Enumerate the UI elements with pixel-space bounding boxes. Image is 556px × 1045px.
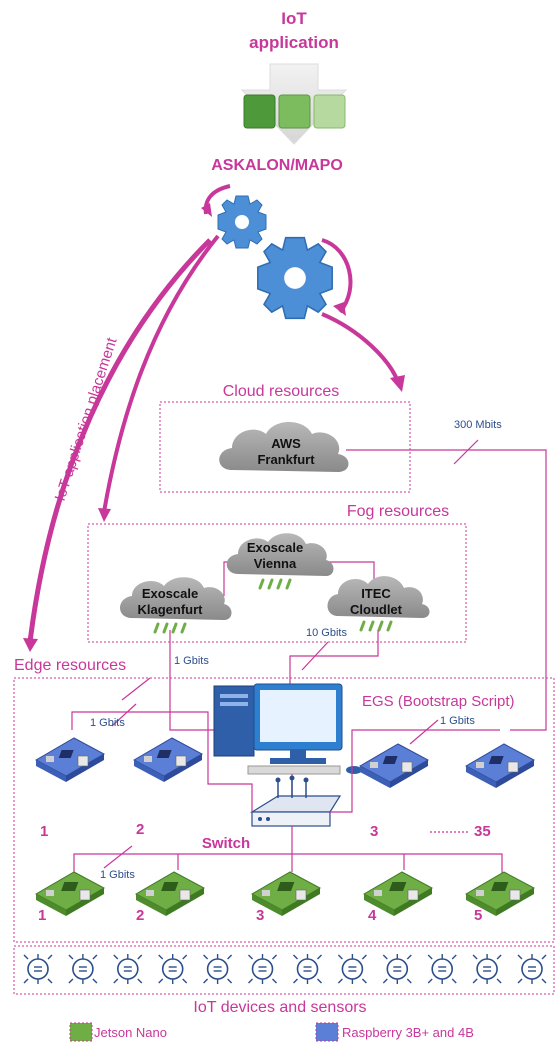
jetson-label-5: 5 [474,907,482,924]
rpi-left-bus [71,711,209,730]
jetson-label-3: 3 [256,907,264,924]
klagenfurt-label-2: Klagenfurt [138,602,204,617]
gear-icon-large [257,236,333,320]
app-block-3 [313,94,346,129]
app-block-2 [278,94,311,129]
aws-label-2: Frankfurt [257,452,315,467]
fog-section-label: Fog resources [347,503,449,520]
itec-cloudlet-cloud [327,576,430,618]
edge-resources-box [13,677,555,943]
iot-devices-box [13,945,555,995]
exoscale-vienna-cloud [226,533,334,576]
sensor-icon [68,953,98,985]
gear-icon-small [217,195,267,249]
rpi-label-3: 3 [370,823,378,840]
cloud-resources-box [159,401,411,493]
arrow-to-edge [27,238,212,643]
legend-jetson-label: Jetson Nano [94,1025,167,1040]
sensor-icon [157,953,188,985]
egs-label: EGS (Bootstrap Script) [362,693,515,710]
legend-raspberry-label: Raspberry 3B+ and 4B [342,1025,474,1040]
jetson-label-4: 4 [368,907,377,924]
raspberry-pi-1 [35,737,105,783]
legend-raspberry-swatch [315,1022,339,1042]
raspberry-pi-3 [359,743,429,789]
klagenfurt-link-speed: 1 Gbits [174,655,209,667]
switch-label: Switch [202,835,250,852]
sensor-icon [113,953,143,985]
sensor-icon [427,953,458,985]
egs-computer-icon [213,683,362,775]
jetson-label-2: 2 [136,907,144,924]
aws-label-1: AWS [271,436,301,451]
itec-link-line [289,630,379,686]
switch-icon [249,774,342,827]
aws-link-line [346,449,547,731]
rpi-left-link-speed: 1 Gbits [90,717,125,729]
exoscale-klagenfurt-cloud [120,577,232,620]
edge-section-label: Edge resources [14,657,126,674]
cloud-link-speed: 300 Mbits [454,419,502,431]
iot-title-line2: application [249,33,339,52]
rpi-label-2: 2 [136,821,144,838]
arrow-to-fog [102,234,220,513]
cloud-section-label: Cloud resources [223,383,340,400]
klagenfurt-label-1: Exoscale [142,586,198,601]
vienna-label-1: Exoscale [247,540,303,555]
sensor-icon [292,953,323,985]
itec-label-2: Cloudlet [350,602,403,617]
jetson-nano-2 [135,871,205,917]
itec-label-1: ITEC [361,586,391,601]
rpi-label-1: 1 [40,823,48,840]
rpi-right-link-speed: 1 Gbits [440,715,475,727]
rpi-label-35: 35 [474,823,491,840]
sensor-row [23,953,547,985]
sensor-icon [23,953,53,985]
arrow-to-cloud [321,312,400,383]
jetson-bus [73,853,503,874]
sensor-icon [472,953,502,985]
aws-cloud-icon [219,422,349,472]
iot-section-label: IoT devices and sensors [193,999,366,1016]
klagenfurt-link-line [169,630,214,731]
vienna-label-2: Vienna [254,556,297,571]
sensor-icon [337,953,368,985]
legend-jetson-swatch [69,1022,93,1042]
rotation-arrow-right [321,238,353,314]
raspberry-pi-2 [133,737,203,783]
raspberry-pi-35 [465,743,535,789]
iot-title-line1: IoT [281,9,307,28]
fog-resources-box [87,523,467,643]
jetson-label-1: 1 [38,907,46,924]
sensor-icon [517,953,547,985]
app-block-1 [243,94,276,129]
sensor-icon [202,953,233,985]
askalon-mapo-label: ASKALON/MAPO [211,157,343,174]
sensor-icon [382,953,413,985]
itec-link-speed: 10 Gbits [306,627,347,639]
sensor-icon [247,953,278,985]
jetson-link-speed: 1 Gbits [100,869,135,881]
